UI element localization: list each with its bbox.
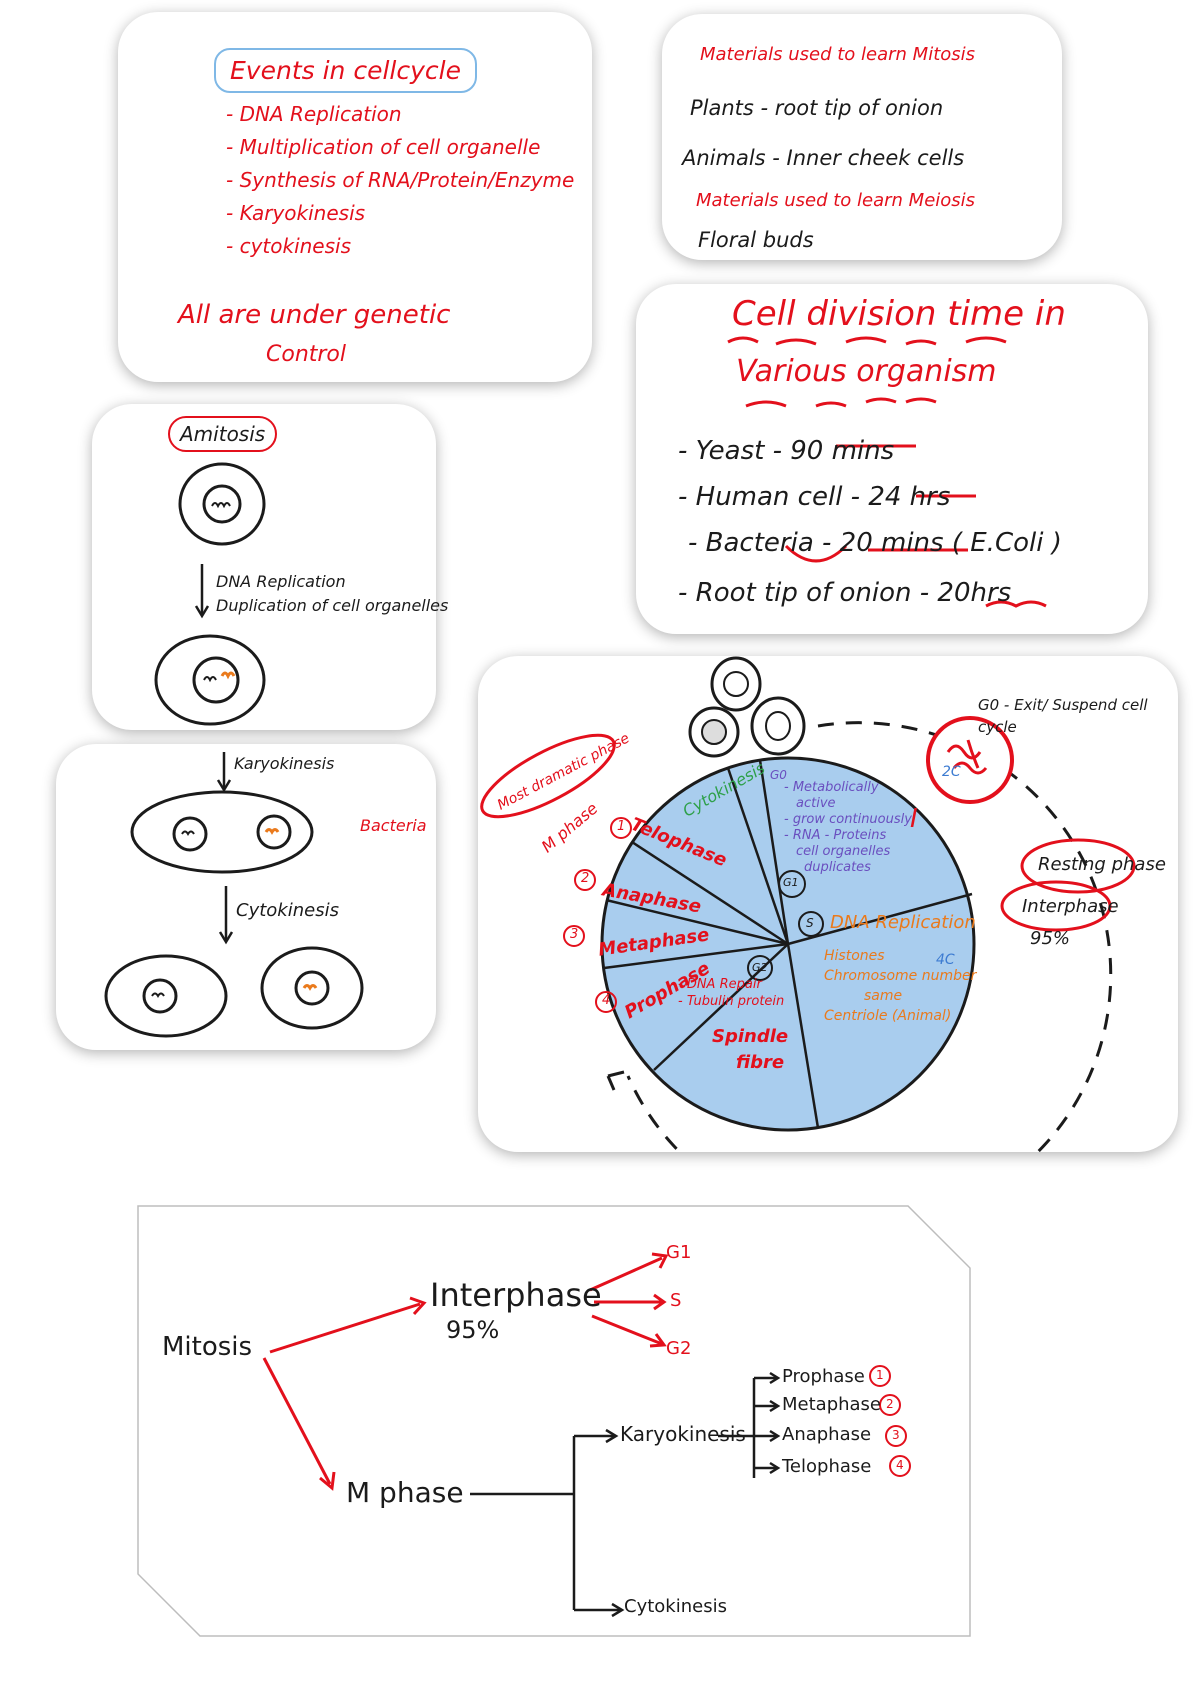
tree-g1: G1: [666, 1242, 692, 1263]
tree-mitosis: Mitosis: [162, 1332, 253, 1362]
tree-phase-number: 1: [876, 1368, 884, 1382]
list-item: - Multiplication of cell organelle: [226, 135, 541, 159]
note-line: cell organelles: [796, 844, 891, 859]
events-list: - DNA Replication - Multiplication of ce…: [226, 102, 574, 267]
animals-line: Animals - Inner cheek cells: [682, 146, 965, 170]
cell-cycle-card: G0 - Exit/ Suspend cell cycle 2C 4C Rest…: [478, 656, 1178, 1152]
title-underlines: [727, 336, 1047, 608]
meiosis-line: Floral buds: [698, 228, 814, 252]
division-title-line1: Cell division time in: [732, 294, 1066, 334]
label-2c: 2C: [942, 764, 961, 780]
resting-phase-label: Resting phase: [1038, 854, 1166, 875]
tree-m-phase: M phase: [346, 1476, 464, 1509]
spindle-line1: Spindle: [712, 1026, 789, 1047]
spindle-line2: fibre: [736, 1052, 785, 1073]
list-item: - Karyokinesis: [226, 201, 366, 225]
division-title-line2: Various organism: [736, 354, 997, 389]
tree-karyokinesis: Karyokinesis: [620, 1422, 746, 1446]
label-4c: 4C: [936, 952, 955, 968]
karyokinesis-label: Karyokinesis: [234, 754, 335, 773]
events-title: Events in cellcycle: [214, 48, 477, 93]
bacteria-diagram: [104, 752, 364, 1038]
tree-interphase: Interphase: [430, 1276, 602, 1314]
amitosis-diagram: [154, 462, 266, 726]
amitosis-step2: Duplication of cell organelles: [216, 596, 449, 615]
mitosis-tree-diagram: [137, 1205, 971, 1637]
amitosis-card: Amitosis DNA Replication Duplication of …: [92, 404, 448, 730]
tree-phase-number: 2: [886, 1397, 894, 1411]
note-line: - Metabolically: [784, 780, 879, 795]
tree-phase-anaphase: Anaphase: [782, 1424, 872, 1445]
cell-cycle-diagram: [480, 656, 1136, 1152]
g2-notes: - DNA Repair - Tubulin protein: [678, 976, 784, 1010]
number-1: 1: [617, 819, 626, 834]
interphase-pct: 95%: [1030, 928, 1071, 949]
note-line: Centriole (Animal): [824, 1008, 952, 1024]
tree-cytokinesis: Cytokinesis: [624, 1596, 727, 1617]
amitosis-step1: DNA Replication: [216, 572, 346, 591]
tree-interphase-pct: 95%: [446, 1316, 500, 1344]
division-row-human: - Human cell - 24 hrs: [678, 482, 951, 512]
sector-g1: G1: [783, 876, 799, 889]
number-3: 3: [570, 927, 579, 942]
mitosis-tree-card: Mitosis Interphase 95% G1 S G2 M phase K…: [134, 1202, 974, 1638]
cytokinesis-label: Cytokinesis: [236, 900, 339, 921]
note-line: - Tubulin protein: [678, 994, 785, 1009]
division-row-onion: - Root tip of onion - 20hrs: [678, 578, 1012, 608]
events-footer-line1: All are under genetic: [178, 300, 451, 330]
tree-phase-number: 4: [896, 1458, 904, 1472]
note-line: - grow continuously: [784, 812, 912, 827]
events-footer-line2: Control: [266, 342, 347, 367]
roman-one: I: [910, 804, 918, 834]
number-2: 2: [581, 871, 590, 886]
g1-notes: - Metabolically active - grow continuous…: [784, 780, 912, 876]
sector-g2: G2: [752, 961, 768, 974]
tree-phase-telophase: Telophase: [782, 1456, 872, 1477]
note-line: active: [796, 796, 836, 811]
bacteria-label: Bacteria: [360, 816, 427, 835]
amitosis-title: Amitosis: [168, 416, 278, 452]
tree-s: S: [670, 1290, 682, 1311]
note-line: - DNA Repair: [678, 977, 762, 992]
list-item: - cytokinesis: [226, 234, 351, 258]
division-time-card: Cell division time in Various organism -…: [636, 284, 1148, 634]
bacteria-card: Karyokinesis Bacteria Cytokinesis: [56, 744, 436, 1050]
tree-phase-number: 3: [892, 1428, 900, 1442]
tree-phase-prophase: Prophase: [782, 1366, 865, 1387]
sector-g0: G0: [770, 768, 787, 782]
note-line: same: [864, 988, 903, 1004]
note-line: - RNA - Proteins: [784, 828, 887, 843]
note-line: duplicates: [804, 860, 871, 875]
note-line: Chromosome number: [824, 968, 977, 984]
g0-note: G0 - Exit/ Suspend cell cycle: [978, 696, 1148, 736]
tree-g2: G2: [666, 1338, 692, 1359]
list-item: - DNA Replication: [226, 102, 402, 126]
division-row-yeast: - Yeast - 90 mins: [678, 436, 895, 466]
mitosis-materials-heading: Materials used to learn Mitosis: [700, 44, 976, 65]
sector-s: S: [806, 916, 814, 930]
plants-line: Plants - root tip of onion: [690, 96, 944, 120]
interphase-label: Interphase: [1022, 896, 1119, 917]
note-line: Histones: [824, 948, 885, 964]
list-item: - Synthesis of RNA/Protein/Enzyme: [226, 168, 575, 192]
s-notes: Histones Chromosome number same Centriol…: [824, 946, 976, 1026]
number-4: 4: [602, 993, 611, 1008]
materials-card: Materials used to learn Mitosis Plants -…: [662, 14, 1062, 260]
meiosis-materials-heading: Materials used to learn Meiosis: [696, 190, 976, 211]
tree-phase-metaphase: Metaphase: [782, 1394, 882, 1415]
s-title: DNA Replication: [830, 912, 976, 933]
events-card: Events in cellcycle - DNA Replication - …: [118, 12, 592, 382]
division-row-bacteria: - Bacteria - 20 mins ( E.Coli ): [688, 528, 1062, 558]
